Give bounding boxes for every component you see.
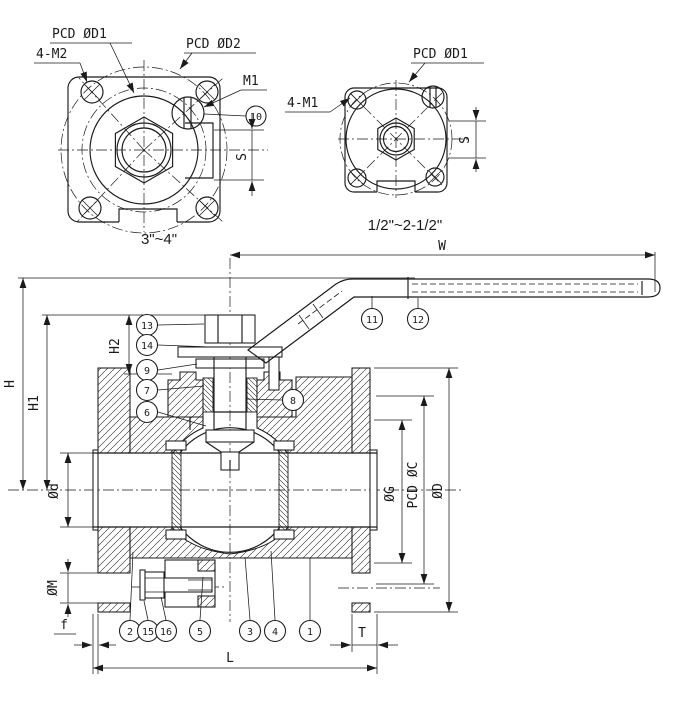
gland — [195, 358, 265, 369]
svg-text:ØG: ØG — [383, 486, 398, 502]
svg-text:f: f — [60, 618, 68, 633]
label-pcd-d1: PCD ØD1 — [52, 27, 107, 42]
dimension-h1: H1 — [27, 314, 207, 490]
svg-text:PCD ØC: PCD ØC — [406, 462, 421, 509]
label-m1: M1 — [243, 74, 259, 89]
dimension-s-large: S — [214, 114, 264, 196]
balloon-5: 5 — [188, 576, 212, 643]
dimension-t: T — [330, 614, 398, 652]
svg-text:12: 12 — [412, 315, 424, 326]
balloon-7: 7 — [135, 378, 205, 402]
bolt-washer — [139, 569, 146, 601]
svg-text:2: 2 — [127, 627, 133, 638]
svg-text:H: H — [3, 380, 18, 388]
pcd-d1-circle — [81, 87, 207, 213]
label-4-m2: 4-M2 — [36, 47, 67, 62]
dimension-f: f — [54, 614, 116, 674]
bolt-shank — [163, 577, 213, 593]
stem-hex — [114, 116, 174, 184]
dimension-w: W — [230, 239, 656, 292]
svg-text:6: 6 — [144, 408, 150, 419]
svg-text:9: 9 — [144, 366, 150, 377]
stem-base — [205, 429, 255, 443]
dimension-h: H — [3, 277, 415, 490]
m1-hole — [171, 96, 205, 130]
pcd-d1-circle-small — [339, 82, 453, 196]
svg-text:3: 3 — [247, 627, 253, 638]
dimension-og: ØG — [374, 419, 412, 564]
bolt-holes-small — [347, 90, 445, 188]
label-pcd-d1-small: PCD ØD1 — [413, 47, 468, 62]
left-flange — [92, 367, 131, 613]
stem-hex-small — [377, 117, 415, 161]
handle-stop-plate — [177, 346, 283, 358]
front-view-small: PCD ØD1 4-M1 S 1/2"~2-1/2" — [285, 47, 486, 234]
svg-text:ØM: ØM — [46, 580, 61, 596]
svg-text:5: 5 — [197, 627, 203, 638]
svg-text:H1: H1 — [27, 395, 42, 411]
svg-text:ØD: ØD — [431, 483, 446, 499]
balloon-14: 14 — [135, 333, 212, 357]
balloon-12: 12 — [406, 298, 430, 331]
balloon-13: 13 — [135, 313, 205, 337]
dimension-l: L — [92, 614, 378, 674]
svg-text:W: W — [438, 239, 446, 254]
svg-text:S: S — [458, 136, 473, 144]
svg-text:L: L — [226, 651, 234, 666]
seats — [165, 440, 295, 540]
svg-text:15: 15 — [142, 627, 154, 638]
balloon-11: 11 — [360, 296, 384, 331]
svg-text:16: 16 — [160, 627, 172, 638]
balloon-16: 16 — [154, 596, 178, 643]
svg-text:13: 13 — [141, 321, 153, 332]
valve-body-section — [129, 371, 353, 559]
svg-text:14: 14 — [141, 341, 153, 352]
section-view: W H H1 H2 Ød ØM — [3, 239, 661, 674]
dimension-s-small: S — [449, 107, 486, 172]
dimension-h2: H2 — [108, 315, 172, 375]
svg-text:4: 4 — [272, 627, 278, 638]
svg-text:S: S — [235, 153, 250, 161]
balloon-3: 3 — [238, 556, 262, 643]
dimension-od-flange: ØD — [374, 367, 458, 613]
label-4-m1: 4-M1 — [287, 96, 318, 111]
balloon-4: 4 — [263, 550, 287, 643]
svg-text:H2: H2 — [108, 338, 123, 354]
handle — [247, 277, 661, 364]
packing-left — [202, 377, 214, 413]
svg-text:T: T — [358, 626, 366, 641]
balloon-1: 1 — [298, 558, 322, 643]
bolt-head — [144, 571, 165, 599]
balloon-8: 8 — [246, 388, 305, 412]
balloon-15: 15 — [136, 600, 160, 643]
svg-text:Ød: Ød — [47, 483, 62, 499]
balloon-6: 6 — [135, 400, 207, 427]
stem-nut — [204, 314, 256, 344]
front-view-large: PCD ØD1 PCD ØD2 4-M2 M1 10 S 3"~4" — [34, 27, 268, 248]
packing-right — [246, 377, 258, 413]
stem-assembly — [177, 314, 283, 471]
right-flange — [351, 367, 378, 613]
pcd-d2-circle — [60, 66, 228, 234]
caption-large-view: 3"~4" — [141, 231, 177, 248]
dimension-om: ØM — [46, 559, 98, 617]
body-bolt — [139, 559, 216, 608]
m1-hole-small — [421, 85, 445, 109]
svg-text:10: 10 — [250, 112, 262, 123]
svg-text:11: 11 — [366, 315, 378, 326]
label-pcd-d2: PCD ØD2 — [186, 37, 241, 52]
svg-text:8: 8 — [290, 396, 296, 407]
dimension-od-bore: Ød — [47, 452, 94, 528]
dimension-pcd-c: PCD ØC — [376, 395, 434, 585]
svg-text:1: 1 — [307, 627, 313, 638]
svg-text:7: 7 — [144, 386, 150, 397]
caption-small-view: 1/2"~2-1/2" — [368, 217, 442, 234]
handle-bracket — [268, 356, 280, 391]
